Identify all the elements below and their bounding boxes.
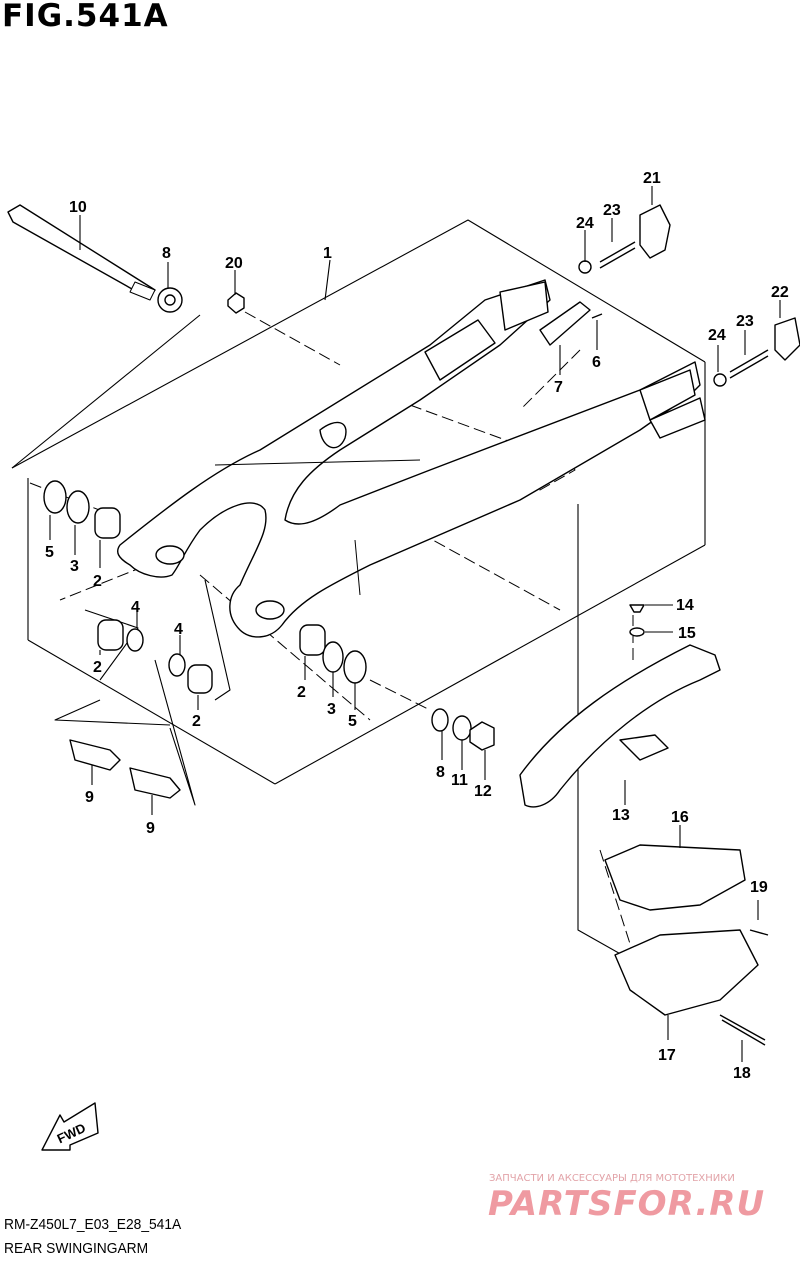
callout-2: 2 — [93, 573, 102, 590]
callout-15: 15 — [678, 625, 696, 642]
small-hardware — [157, 260, 727, 751]
callout-22: 22 — [771, 284, 789, 301]
callout-21: 21 — [643, 170, 661, 187]
watermark-tagline: ЗАПЧАСТИ И АКСЕССУАРЫ ДЛЯ МОТОТЕХНИКИ — [489, 1173, 735, 1184]
callout-18: 18 — [733, 1065, 751, 1082]
callout-1: 1 — [323, 245, 332, 262]
callout-13: 13 — [612, 807, 630, 824]
callout-12: 12 — [474, 783, 492, 800]
callout-6: 6 — [592, 354, 601, 371]
callout-9: 9 — [85, 789, 94, 806]
callout-2: 2 — [93, 659, 102, 676]
chain-slider-part-13 — [519, 644, 721, 808]
callout-17: 17 — [658, 1047, 676, 1064]
callout-8: 8 — [436, 764, 445, 781]
callout-2: 2 — [297, 684, 306, 701]
callout-23: 23 — [603, 202, 621, 219]
callout-4: 4 — [131, 599, 140, 616]
figure-title: FIG.541A — [2, 0, 169, 34]
swingarm-part-1 — [117, 279, 706, 638]
figure-name: REAR SWINGINGARM — [4, 1240, 149, 1257]
watermark-logo: PARTSFOR.RU — [488, 1184, 766, 1224]
callout-2: 2 — [192, 713, 201, 730]
callout-5: 5 — [348, 713, 357, 730]
callout-24: 24 — [708, 327, 726, 344]
callout-8: 8 — [162, 245, 171, 262]
callout-23: 23 — [736, 313, 754, 330]
callout-11: 11 — [451, 772, 468, 789]
figure-code: RM-Z450L7_E03_E28_541A — [4, 1216, 182, 1233]
callout-14: 14 — [676, 597, 694, 614]
callout-19: 19 — [750, 879, 768, 896]
pivot-shaft-part-10 — [7, 204, 156, 301]
callout-leaders — [49, 186, 781, 1062]
callout-4: 4 — [174, 621, 183, 638]
callout-24: 24 — [576, 215, 594, 232]
assembly-outline — [11, 219, 706, 966]
chain-adjusters — [539, 204, 800, 379]
callout-9: 9 — [146, 820, 155, 837]
chain-guide-parts-16-17 — [604, 844, 769, 1046]
callout-10: 10 — [69, 199, 87, 216]
callout-20: 20 — [225, 255, 243, 272]
callout-5: 5 — [45, 544, 54, 561]
callout-3: 3 — [327, 701, 336, 718]
bearings-and-seals — [43, 480, 367, 799]
callout-7: 7 — [554, 379, 563, 396]
callout-16: 16 — [671, 809, 689, 826]
callout-3: 3 — [70, 558, 79, 575]
callout-numbers: 1 2 2 2 2 3 3 4 4 5 5 6 7 8 8 9 9 10 11 … — [45, 170, 789, 1082]
forward-direction-arrow: FWD — [41, 1102, 99, 1151]
